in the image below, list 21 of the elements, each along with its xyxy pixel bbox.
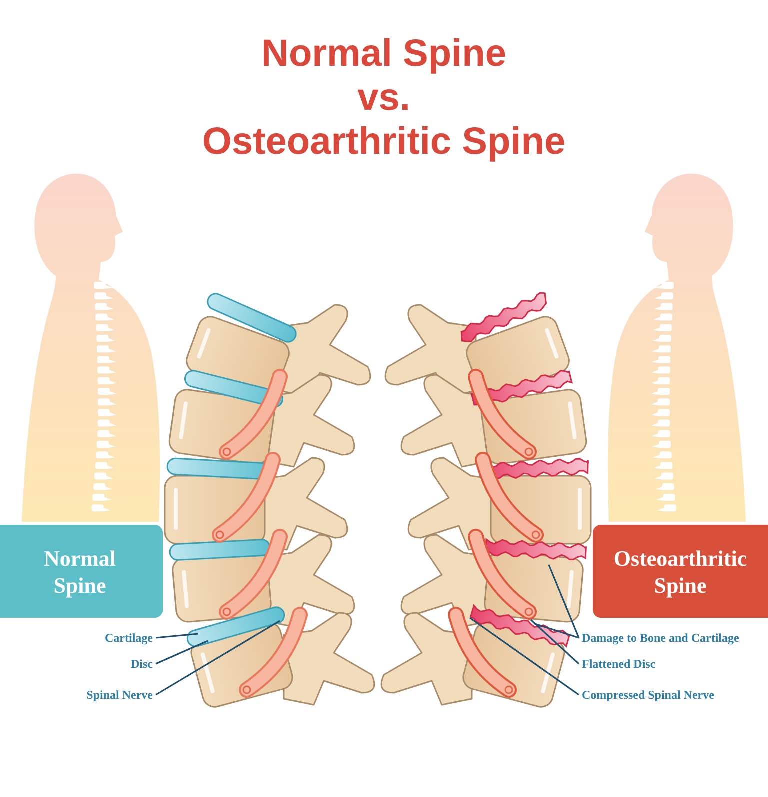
leader-line <box>156 620 280 696</box>
nerve-part <box>448 607 517 698</box>
leader-line <box>156 640 208 665</box>
part-label: Flattened Disc <box>582 657 656 671</box>
leader-line <box>156 633 198 639</box>
title: Normal Spine vs. Osteoarthritic Spine <box>201 32 567 164</box>
leader-line <box>548 564 580 638</box>
part-label: Cartilage <box>105 631 153 645</box>
leader-line <box>534 623 580 639</box>
label-band <box>593 525 768 618</box>
label-band <box>0 525 163 618</box>
part-label: Spinal Nerve <box>86 688 153 702</box>
part-label: Disc <box>131 657 153 671</box>
leader-line <box>470 617 580 696</box>
part-label: Compressed Spinal Nerve <box>582 688 714 702</box>
leader-line <box>530 619 580 665</box>
disc-part <box>470 604 570 648</box>
band-label: Normal Spine <box>42 544 118 598</box>
part-label: Damage to Bone and Cartilage <box>582 631 740 645</box>
band-label: Osteoarthritic Spine <box>612 544 748 598</box>
nerve-part <box>239 607 308 698</box>
